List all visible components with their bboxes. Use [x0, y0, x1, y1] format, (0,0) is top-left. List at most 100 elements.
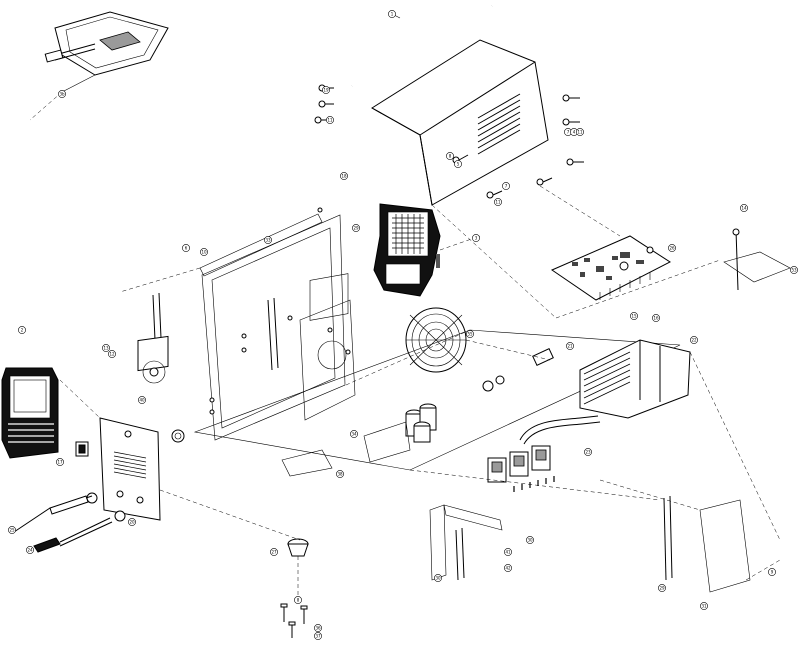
svg-text:3: 3 — [475, 236, 478, 241]
svg-text:6: 6 — [185, 246, 188, 251]
callout-c-small3: 13 — [102, 344, 110, 352]
bracket-right-part — [723, 228, 791, 291]
callout-c-screw-b: 41 — [504, 548, 512, 556]
capacitors-part — [363, 403, 437, 463]
svg-text:11: 11 — [495, 200, 501, 205]
callout-c-partition: 29 — [352, 224, 360, 232]
svg-text:25: 25 — [9, 528, 15, 533]
callout-c-heatsink: 22 — [690, 336, 698, 344]
callout-c-scr-tl2: 11 — [326, 116, 334, 124]
svg-text:4: 4 — [573, 130, 576, 135]
callout-c-plate: 38 — [336, 470, 344, 478]
callout-c-clamp2: 24 — [26, 546, 34, 554]
svg-text:18: 18 — [341, 174, 347, 179]
assembly-lines — [29, 91, 781, 581]
small-plate-part — [281, 449, 333, 477]
pcb-part — [550, 235, 671, 301]
callout-c-handle: 1 — [388, 10, 396, 18]
svg-text:41: 41 — [505, 550, 511, 555]
callout-c-small4: 12 — [108, 350, 116, 358]
callout-c-small6: 9 — [768, 568, 776, 576]
svg-text:31: 31 — [701, 604, 707, 609]
fan-guard-part — [405, 307, 467, 373]
svg-text:8: 8 — [449, 154, 452, 159]
front-panel-part — [1, 367, 59, 459]
heatsink-part — [579, 339, 691, 419]
svg-text:26: 26 — [669, 246, 675, 251]
svg-text:53: 53 — [791, 268, 797, 273]
callout-c-bar: 30 — [526, 536, 534, 544]
svg-text:37: 37 — [315, 634, 321, 639]
callout-c-scr-tr2: 4 — [570, 128, 578, 136]
callout-c-bar2: 29 — [658, 584, 666, 592]
callout-c-scr-m2: 5 — [454, 160, 462, 168]
callout-c-scr-tl1: 19 — [322, 86, 330, 94]
callout-c-transformer: 23 — [584, 448, 592, 456]
svg-text:12: 12 — [109, 352, 115, 357]
cover-vents — [477, 93, 521, 155]
svg-text:29: 29 — [353, 226, 359, 231]
callout-c-fan: 40 — [138, 396, 146, 404]
svg-text:10: 10 — [201, 250, 207, 255]
svg-text:17: 17 — [57, 460, 63, 465]
svg-text:27: 27 — [271, 550, 277, 555]
bottom-bracket-part — [429, 504, 503, 581]
callout-c-rear-bar: 30 — [434, 574, 442, 582]
callout-c-bracket-r: 53 — [790, 266, 798, 274]
svg-text:33: 33 — [265, 238, 271, 243]
svg-text:29: 29 — [659, 586, 665, 591]
callout-c-scr-m1: 8 — [446, 152, 454, 160]
callout-c-small8: 10 — [200, 248, 208, 256]
callout-c-knob: 17 — [56, 458, 64, 466]
svg-text:30: 30 — [527, 538, 533, 543]
svg-text:23: 23 — [585, 450, 591, 455]
transformer-part — [487, 415, 601, 492]
svg-text:24: 24 — [27, 548, 33, 553]
output-connector-part — [482, 348, 554, 392]
svg-text:2: 2 — [21, 328, 24, 333]
callout-c-socket: 21 — [566, 342, 574, 350]
callout-c-frame: 33 — [264, 236, 272, 244]
svg-text:8: 8 — [297, 598, 300, 603]
callout-c-bottom2: 36 — [314, 624, 322, 632]
svg-text:20: 20 — [129, 520, 135, 525]
rear-panel-part — [373, 203, 441, 297]
svg-text:15: 15 — [631, 314, 637, 319]
callout-c-bottom1: 8 — [294, 596, 302, 604]
tray-part — [44, 11, 169, 93]
chassis-frame — [152, 207, 681, 471]
svg-text:1: 1 — [391, 12, 394, 17]
svg-text:30: 30 — [435, 576, 441, 581]
callout-c-small7: 6 — [182, 244, 190, 252]
callout-c-tray: 3b — [58, 90, 66, 98]
callout-c-screw-r: 14 — [740, 204, 748, 212]
callout-c-scr-m4: 11 — [494, 198, 502, 206]
callout-c-foot: 27 — [270, 548, 278, 556]
svg-text:36: 36 — [315, 626, 321, 631]
callout-bubbles: 3b 1 18 19 11 7 4 11 8 5 7 11 3 55 33 29… — [8, 10, 798, 640]
callout-c-cover: 18 — [340, 172, 348, 180]
svg-text:38: 38 — [337, 472, 343, 477]
callout-c-clamp1: 25 — [8, 526, 16, 534]
svg-text:55: 55 — [467, 332, 473, 337]
svg-text:9: 9 — [771, 570, 774, 575]
foot-part — [280, 538, 309, 638]
callout-c-pcb: 26 — [668, 244, 676, 252]
callout-c-scr-m3: 7 — [502, 182, 510, 190]
callout-c-fan-guard: 55 — [466, 330, 474, 338]
ground-clamp-part — [33, 517, 113, 553]
side-panel-part — [663, 495, 751, 593]
cover-part — [371, 39, 549, 206]
callout-c-small5: 20 — [128, 518, 136, 526]
electrode-holder-part — [13, 495, 93, 533]
callout-c-scr-tr3: 11 — [576, 128, 584, 136]
callout-c-rear-panel: 3 — [472, 234, 480, 242]
svg-text:19: 19 — [323, 88, 329, 93]
svg-text:14: 14 — [741, 206, 747, 211]
svg-text:11: 11 — [577, 130, 583, 135]
callout-c-side-panel: 31 — [700, 602, 708, 610]
svg-text:42: 42 — [505, 566, 511, 571]
callout-c-small1: 15 — [630, 312, 638, 320]
